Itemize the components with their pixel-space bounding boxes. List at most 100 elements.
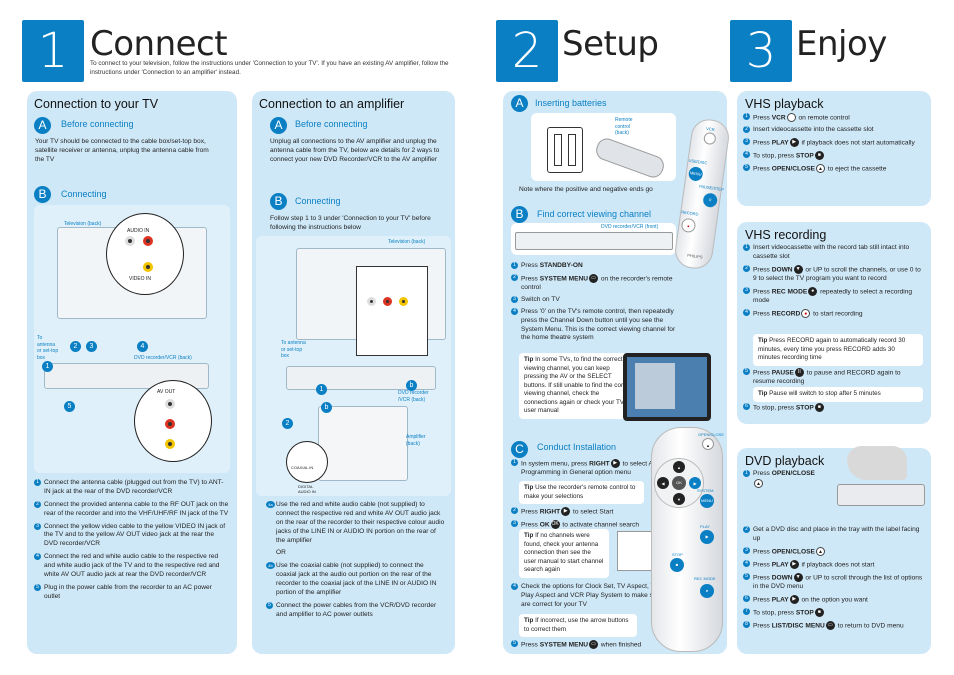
section-head: Inserting batteries	[535, 98, 607, 108]
coaxial-label: COAXIAL IN	[291, 465, 314, 470]
disc-menu-icon: ▭	[825, 621, 835, 631]
system-menu-button[interactable]: MENU	[700, 494, 714, 508]
down-arrow-button[interactable]: ▼	[673, 493, 685, 505]
usb-disc-label: USB/DISC	[688, 157, 708, 166]
section-head: Before connecting	[61, 119, 134, 129]
step-letter-b: B	[270, 193, 287, 210]
recorder-front-drawing	[515, 232, 673, 250]
to-antenna-label: To antenna or set-top box	[37, 335, 59, 361]
callout: 1	[42, 361, 53, 372]
eject-icon: ▲	[815, 546, 825, 556]
stop-label: STOP	[672, 552, 683, 557]
rec-mode-icon: ●	[808, 286, 818, 296]
open-close-label: OPEN/CLOSE	[698, 432, 725, 437]
connect-intro: To connect to your television, follow th…	[90, 60, 449, 76]
eject-icon: ▲	[754, 478, 763, 488]
install-tip-1: Tip Use the recorder's remote control to…	[519, 481, 644, 504]
stop-icon: ■	[814, 403, 824, 412]
section-head: Connecting	[61, 189, 107, 199]
vhs-rec-tip-2: Tip Pause will switch to stop after 5 mi…	[753, 387, 923, 402]
panel-title: VHS playback	[745, 97, 824, 111]
right-arrow-button[interactable]: ▶	[689, 477, 701, 489]
up-arrow-button[interactable]: ▲	[673, 461, 685, 473]
record-button[interactable]: ●	[680, 217, 697, 234]
av-out-panel: AV OUT	[134, 380, 212, 462]
vcr-icon	[786, 113, 796, 122]
step-letter-c: C	[511, 441, 528, 458]
battery-note: Note where the positive and negative end…	[519, 186, 653, 193]
battery	[554, 134, 562, 166]
record-icon: ●	[801, 308, 811, 318]
panel-setup: A Inserting batteries Remote control (ba…	[503, 91, 732, 654]
rec-mode-button[interactable]: ●	[700, 584, 714, 598]
tv-jack-panel	[356, 266, 428, 356]
nav-pad[interactable]: ▲ ◀ OK ▶ ▼	[654, 458, 704, 508]
stop-button[interactable]: ■	[670, 558, 684, 572]
section-number-setup: 2	[496, 20, 558, 82]
section-head: Conduct Installation	[537, 442, 617, 452]
coaxial-panel: COAXIAL IN	[286, 441, 328, 483]
red-jack	[383, 297, 392, 306]
panel-connection-amp: Connection to an amplifier A Before conn…	[252, 91, 455, 654]
av-out-label: AV OUT	[157, 389, 176, 395]
disc-tray	[837, 484, 925, 506]
red-jack	[143, 236, 153, 246]
system-menu-icon: ▭	[589, 640, 599, 649]
panel-title: Connection to your TV	[34, 97, 159, 111]
pause-button[interactable]: II	[702, 192, 719, 209]
down-arrow-icon: ▼	[793, 573, 803, 583]
play-icon: ▶	[789, 559, 799, 569]
section-text: Your TV should be connected to the cable…	[35, 138, 209, 163]
yellow-jack	[399, 297, 408, 306]
right-arrow-icon: ▶	[561, 507, 571, 516]
down-arrow-icon: ▼	[793, 264, 803, 274]
left-arrow-button[interactable]: ◀	[657, 477, 669, 489]
play-icon: ▶	[789, 595, 799, 605]
step-letter-a: A	[34, 117, 51, 134]
section-title-setup: Setup	[562, 24, 659, 64]
white-jack	[125, 236, 135, 246]
section-title-connect: Connect	[90, 24, 228, 64]
recorder-front-label: DVD recorder/VCR (front)	[601, 224, 659, 230]
callout: 4	[137, 341, 148, 352]
channel-tip: Tip In some TVs, to find the correct vie…	[519, 353, 639, 419]
vcr-button[interactable]	[703, 131, 717, 146]
yellow-jack	[143, 262, 153, 272]
menu-button[interactable]: MENU	[687, 166, 704, 182]
play-button[interactable]: ▶	[700, 530, 714, 544]
ok-button[interactable]: OK	[672, 476, 686, 490]
open-close-button[interactable]: ▲	[702, 438, 714, 450]
stop-icon: ■	[814, 608, 824, 618]
remote-back-drawing	[593, 135, 667, 181]
eject-icon: ▲	[815, 164, 825, 174]
section-number-connect: 1	[22, 20, 84, 82]
